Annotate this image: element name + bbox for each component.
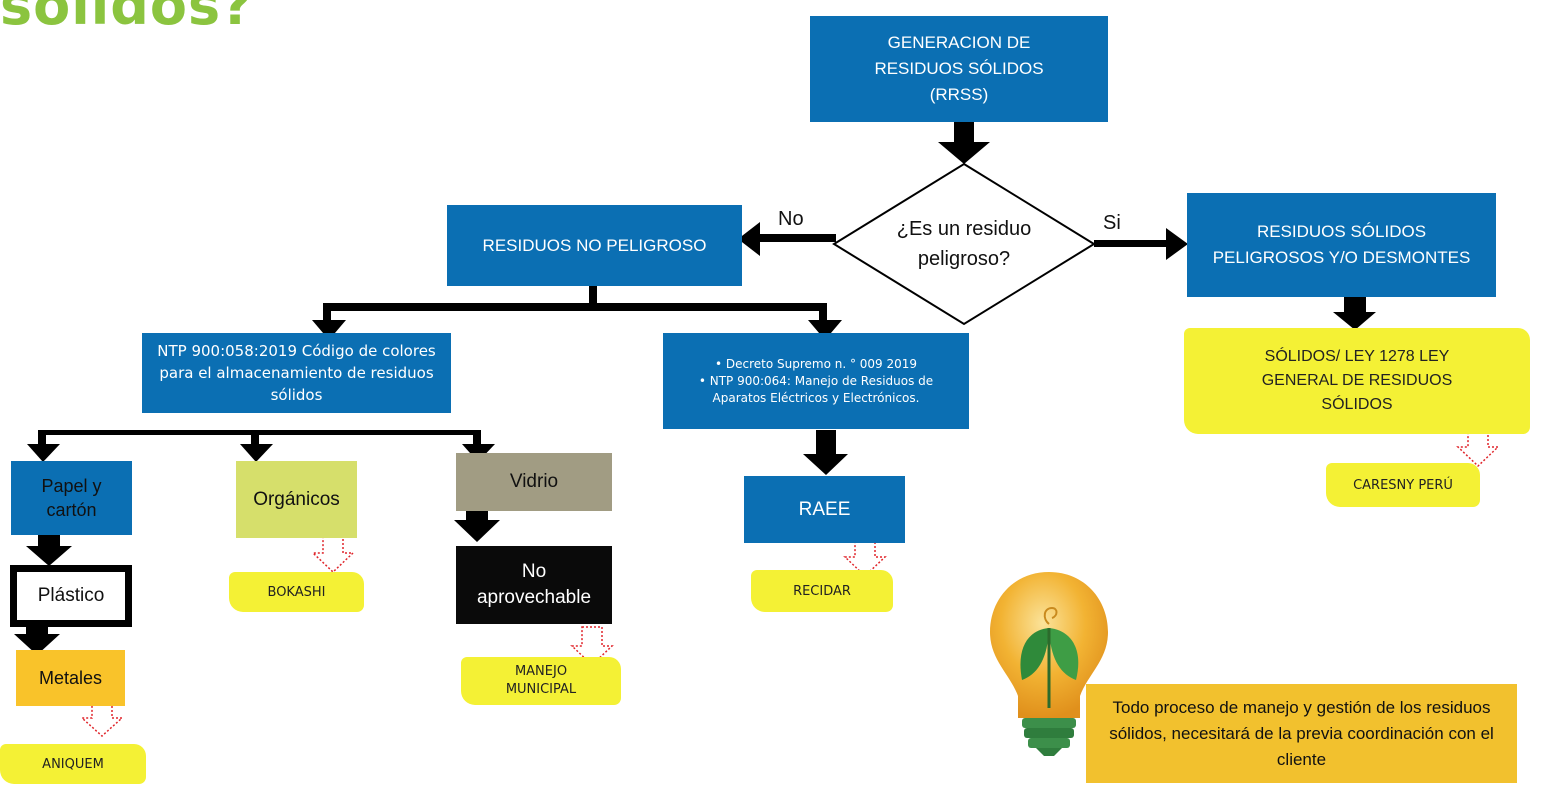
papel-carton-box: Papel y cartón <box>11 461 132 535</box>
si-label: Si <box>1103 212 1121 234</box>
residuos-no-peligroso-box: RESIDUOS NO PELIGROSO <box>447 205 742 286</box>
metales-box: Metales <box>16 650 125 706</box>
lightbulb-leaf-icon <box>988 568 1110 758</box>
generacion-rrss-box: GENERACION DE RESIDUOS SÓLIDOS (RRSS) <box>810 16 1108 122</box>
decreto-ntp-064-box: • Decreto Supremo n. ° 009 2019 • NTP 90… <box>663 333 969 429</box>
raee-box: RAEE <box>744 476 905 543</box>
aniquem-tag: ANIQUEM <box>0 744 146 784</box>
ley-1278-highlight: SÓLIDOS/ LEY 1278 LEY GENERAL DE RESIDUO… <box>1184 328 1530 434</box>
organicos-box: Orgánicos <box>236 461 357 538</box>
page-title: sólidos? <box>0 0 254 37</box>
residuos-peligrosos-box: RESIDUOS SÓLIDOS PELIGROSOS Y/O DESMONTE… <box>1187 193 1496 297</box>
decreto-bullet-1: • Decreto Supremo n. ° 009 2019 <box>714 356 918 371</box>
bokashi-tag: BOKASHI <box>229 572 364 612</box>
caresny-tag: CARESNY PERÚ <box>1326 463 1480 507</box>
recidar-tag: RECIDAR <box>751 570 893 612</box>
no-label: No <box>778 208 804 230</box>
decision-text: ¿Es un residuo peligroso? <box>896 218 1032 270</box>
vidrio-box: Vidrio <box>456 453 612 511</box>
ntp-058-box: NTP 900:058:2019 Código de colores para … <box>142 333 451 413</box>
decreto-bullet-2: • NTP 900:064: Manejo de Residuos de Apa… <box>698 373 934 405</box>
no-aprovechable-box: No aprovechable <box>456 546 612 624</box>
plastico-box: Plástico <box>10 565 132 627</box>
note-box: Todo proceso de manejo y gestión de los … <box>1086 684 1517 783</box>
manejo-municipal-tag: MANEJO MUNICIPAL <box>461 657 621 705</box>
decision-diamond <box>832 162 1096 326</box>
